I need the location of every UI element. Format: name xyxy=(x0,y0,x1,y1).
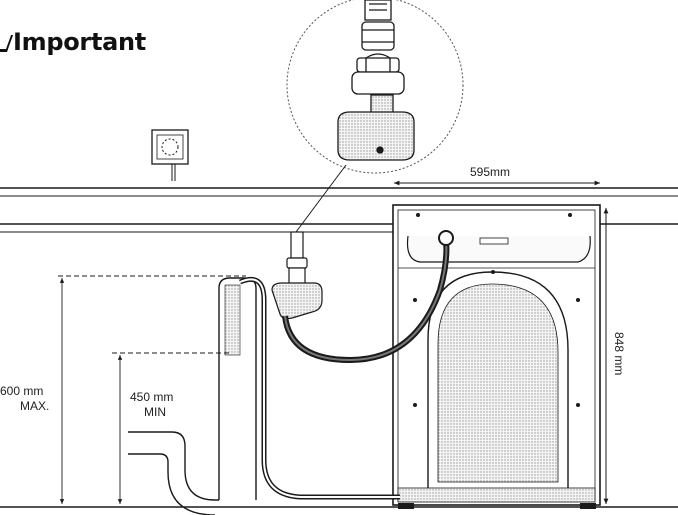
warning-icon xyxy=(0,35,14,52)
tap-connector xyxy=(271,231,323,320)
max-height-note-label: MAX. xyxy=(20,399,50,413)
washing-machine xyxy=(392,204,601,509)
detail-magnifier xyxy=(286,0,464,233)
standpipe xyxy=(218,277,257,500)
page-title-text: Important xyxy=(13,28,146,56)
height-guides xyxy=(58,275,246,504)
u-bend-trap xyxy=(128,431,219,515)
min-height-value-label: 450 mm xyxy=(130,390,174,404)
worktop xyxy=(0,187,678,233)
socket-icon xyxy=(151,129,189,181)
width-label: 595mm xyxy=(470,165,511,179)
max-height-value-label: 600 mm xyxy=(0,384,44,398)
min-height-note-label: MIN xyxy=(144,405,166,419)
page-title: Important xyxy=(0,28,146,56)
height-label: 848 mm xyxy=(612,332,626,376)
